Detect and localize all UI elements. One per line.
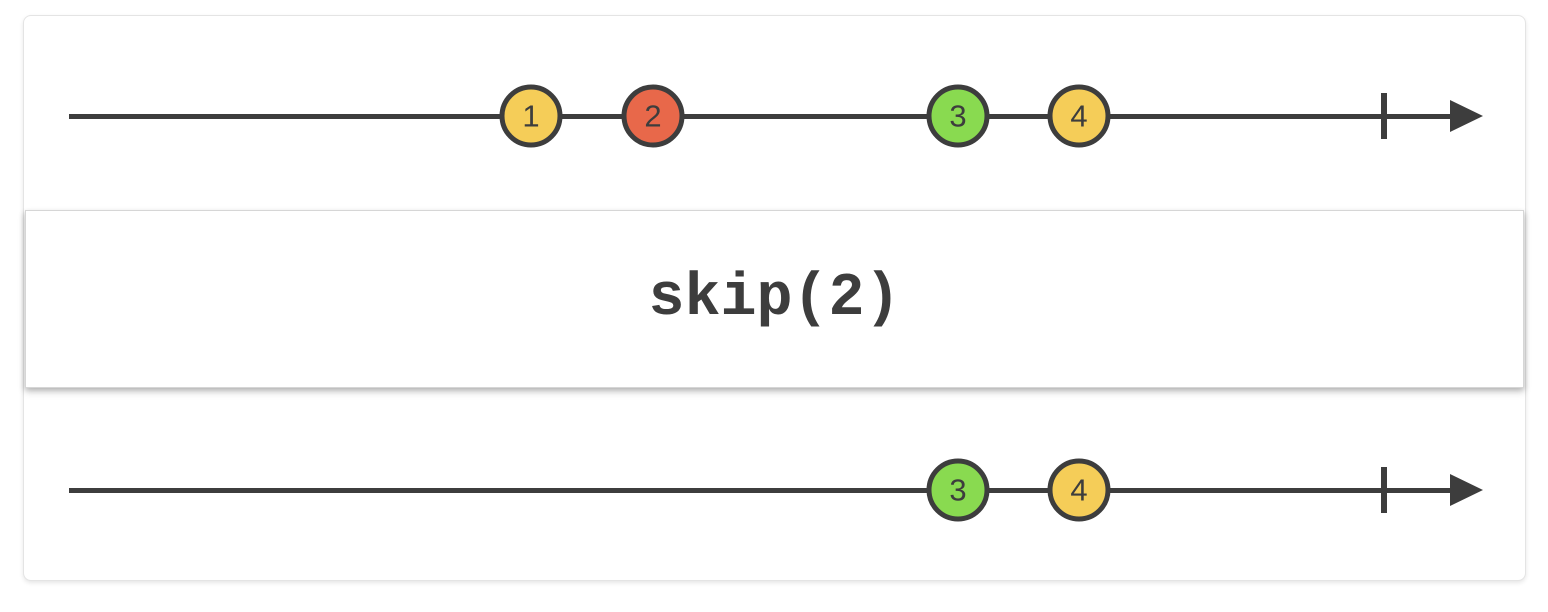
marble-3: 3 [926,458,990,522]
output-complete-tick [1381,467,1387,513]
operator-label: skip(2) [648,265,901,333]
marble-4[interactable]: 4 [1047,84,1111,148]
input-arrowhead-icon [1450,100,1483,132]
input-complete-tick[interactable] [1381,93,1387,139]
marble-1[interactable]: 1 [499,84,563,148]
operator-box: skip(2) [25,210,1524,388]
marble-4: 4 [1047,458,1111,522]
output-arrowhead-icon [1450,474,1483,506]
marble-3[interactable]: 3 [926,84,990,148]
output-timeline [69,487,1458,493]
input-timeline [69,113,1458,119]
marble-2[interactable]: 2 [621,84,685,148]
